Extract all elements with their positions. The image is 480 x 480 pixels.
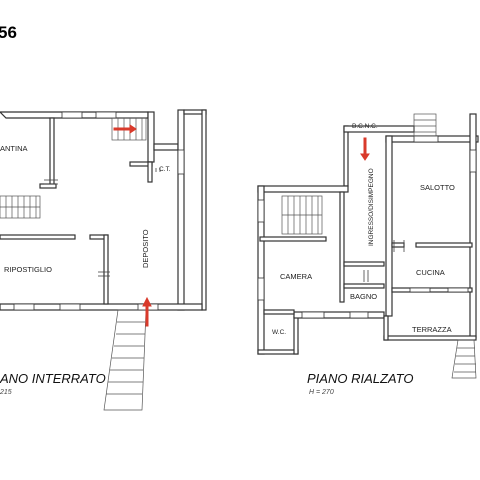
ground-top-stair bbox=[413, 113, 437, 137]
ground-wall bbox=[257, 185, 349, 193]
basement-wall bbox=[147, 161, 153, 183]
ground-wall bbox=[385, 135, 393, 317]
entry-arrow bbox=[142, 296, 152, 327]
room-label-terrazza: TERRAZZA bbox=[412, 325, 452, 334]
room-label-camera: CAMERA bbox=[280, 272, 312, 281]
room-label-salotto: SALOTTO bbox=[420, 183, 455, 192]
window bbox=[349, 311, 369, 319]
window bbox=[301, 311, 325, 319]
ground-wall bbox=[383, 335, 477, 341]
window bbox=[469, 149, 477, 173]
basement-bottom-wall bbox=[0, 303, 203, 311]
window bbox=[413, 135, 439, 143]
ground-external-stair bbox=[451, 339, 477, 379]
ground-height: H = 270 bbox=[309, 389, 334, 396]
room-label-deposito: DEPOSITO bbox=[141, 229, 150, 268]
basement-wall bbox=[0, 234, 76, 240]
basement-left-stair bbox=[0, 195, 41, 219]
basement-right-wall bbox=[177, 109, 185, 311]
basement-wall bbox=[201, 109, 207, 311]
ground-wall bbox=[343, 125, 349, 187]
entry-arrow bbox=[360, 137, 370, 161]
ground-wall bbox=[343, 261, 385, 267]
basement-title: ANO INTERRATO bbox=[0, 371, 106, 386]
basement-wall bbox=[39, 183, 57, 189]
room-label-bcnc: B.C.N.C. bbox=[352, 123, 378, 130]
window bbox=[61, 111, 83, 119]
basement-wall bbox=[103, 234, 109, 305]
ground-wall bbox=[257, 349, 299, 355]
ground-wall bbox=[391, 287, 473, 293]
ground-internal-stair bbox=[281, 195, 323, 235]
ground-wall bbox=[293, 315, 299, 355]
ground-floor-plan: B.C.N.C. INGRESSO/DISIMPEGNO SALOTTO CAM… bbox=[257, 113, 479, 396]
ground-wall bbox=[293, 311, 385, 319]
room-label-cantina: ANTINA bbox=[0, 144, 28, 153]
ground-right-wall bbox=[469, 113, 477, 339]
ground-title: PIANO RIALZATO bbox=[307, 371, 413, 386]
room-label-bagno: BAGNO bbox=[350, 292, 377, 301]
window bbox=[447, 287, 469, 293]
sheet-code: 56 bbox=[0, 23, 17, 42]
basement-height: 215 bbox=[0, 389, 12, 396]
room-label-cucina: CUCINA bbox=[416, 268, 445, 277]
room-label-ct: C.T. bbox=[159, 166, 171, 173]
ground-wall bbox=[259, 236, 327, 242]
window bbox=[95, 111, 117, 119]
basement-wall bbox=[49, 117, 55, 187]
ground-wall bbox=[383, 315, 389, 341]
window bbox=[13, 303, 35, 311]
window bbox=[409, 287, 431, 293]
window bbox=[59, 303, 81, 311]
stair-direction-arrow bbox=[113, 124, 137, 134]
room-label-ingresso: INGRESSO/DISIMPEGNO bbox=[368, 168, 375, 246]
basement-plan: ANTINA C.T. RIPOSTIGLIO DEPOSITO ANO INT… bbox=[0, 109, 207, 411]
room-label-ripostiglio: RIPOSTIGLIO bbox=[4, 265, 52, 274]
ground-wall bbox=[263, 309, 295, 315]
window bbox=[177, 149, 185, 175]
basement-external-stair bbox=[103, 309, 147, 411]
ground-wall bbox=[415, 242, 473, 248]
room-label-wc: W.C. bbox=[272, 329, 286, 336]
basement-wall bbox=[153, 143, 179, 151]
basement-wall bbox=[147, 111, 155, 163]
window bbox=[257, 277, 265, 301]
window bbox=[257, 199, 265, 223]
ground-wall bbox=[343, 283, 385, 289]
ground-wall bbox=[339, 191, 345, 303]
